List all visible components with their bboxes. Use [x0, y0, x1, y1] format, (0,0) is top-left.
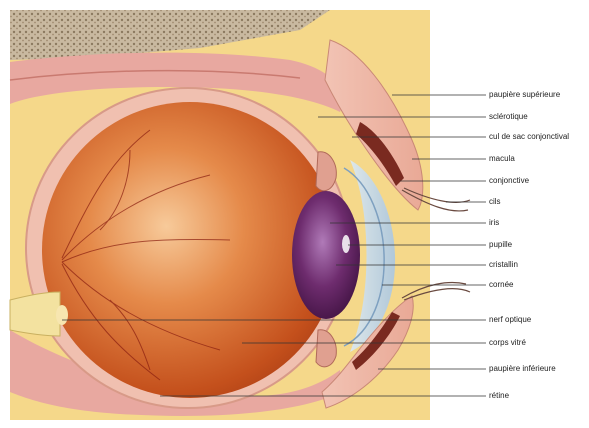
- label-iris: iris: [489, 218, 499, 228]
- iris: [292, 191, 360, 319]
- label-upper-eyelid: paupière supérieure: [489, 90, 560, 100]
- label-lens: cristallin: [489, 260, 518, 270]
- label-optic-nerve: nerf optique: [489, 315, 531, 325]
- label-cornea: cornée: [489, 280, 513, 290]
- label-pupil: pupille: [489, 240, 512, 250]
- label-conjunctiva: conjonctive: [489, 176, 529, 186]
- label-macula: macula: [489, 154, 515, 164]
- label-vitreous-body: corps vitré: [489, 338, 526, 348]
- label-conjunctival-fornix: cul de sac conjonctival: [489, 132, 569, 142]
- pupil-highlight: [342, 235, 350, 253]
- label-eyelashes: cils: [489, 197, 501, 207]
- optic-nerve: [10, 292, 60, 336]
- label-sclera: sclérotique: [489, 112, 528, 122]
- label-retina: rétine: [489, 391, 509, 401]
- label-lower-eyelid: paupière inférieure: [489, 364, 556, 374]
